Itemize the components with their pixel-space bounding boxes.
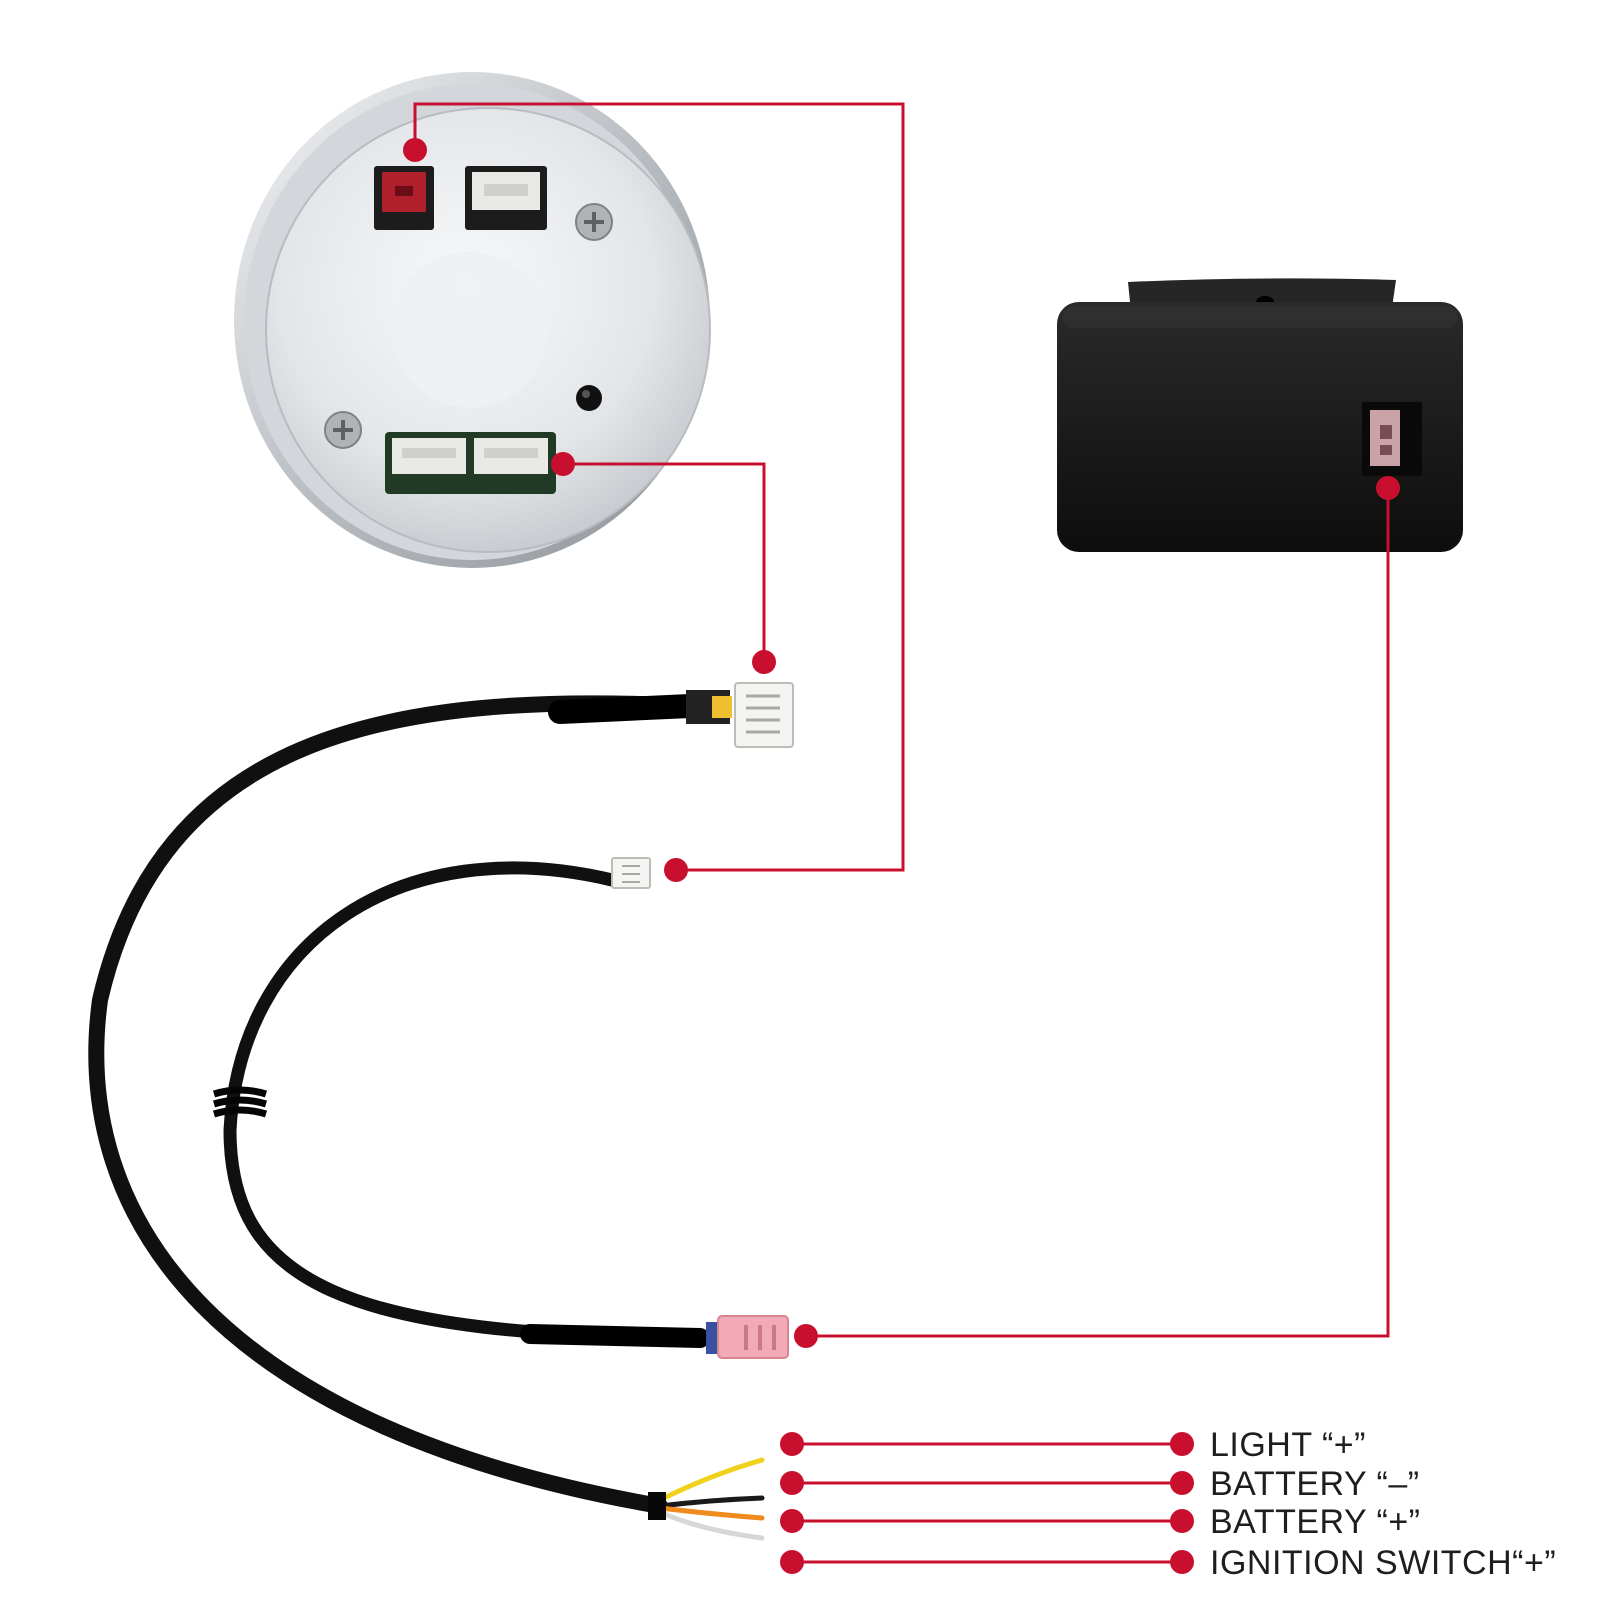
connection-dot-icon <box>551 452 575 476</box>
connection-dot-icon <box>1170 1550 1194 1574</box>
control-module-icon <box>1057 278 1463 552</box>
label-battery-minus: BATTERY “–” <box>1210 1465 1420 1503</box>
cable-end-sleeve <box>648 1492 666 1520</box>
connection-dot-icon <box>794 1324 818 1348</box>
gauge-sensor-socket <box>465 166 547 230</box>
connector-plug-icon <box>611 857 651 889</box>
harness-cable-main <box>88 694 702 1514</box>
screw-icon <box>575 203 613 241</box>
connector-plug-icon <box>686 682 794 748</box>
line-module-to-pink-plug <box>806 488 1390 1338</box>
line-gauge-power-to-plug <box>413 102 905 872</box>
gauge-harness-socket <box>385 432 556 494</box>
connection-dot-icon <box>664 858 688 882</box>
wire-ends <box>657 1457 765 1541</box>
gauge-back-icon <box>234 72 711 568</box>
wire-labels: LIGHT “+” BATTERY “–” BATTERY “+” IGNITI… <box>1210 1426 1556 1582</box>
connection-lines <box>413 102 1390 1564</box>
connector-plug-icon <box>706 1315 789 1359</box>
module-socket <box>1362 402 1422 476</box>
connection-dot-icon <box>780 1432 804 1456</box>
connection-dot-icon <box>780 1550 804 1574</box>
label-battery-plus: BATTERY “+” <box>1210 1503 1421 1541</box>
connection-dot-icon <box>1170 1432 1194 1456</box>
connection-dot-icon <box>752 650 776 674</box>
gauge-power-socket <box>374 166 434 230</box>
connection-dot-icon <box>1170 1471 1194 1495</box>
gauge-push-button-icon <box>576 385 602 411</box>
connection-dot-icon <box>1170 1509 1194 1533</box>
line-gauge-harness-to-plug <box>563 462 766 662</box>
label-ignition-switch-plus: IGNITION SWITCH“+” <box>1210 1544 1556 1582</box>
connection-dots <box>403 138 1400 1574</box>
connection-dot-icon <box>780 1509 804 1533</box>
connection-dot-icon <box>780 1471 804 1495</box>
label-light-plus: LIGHT “+” <box>1210 1426 1366 1464</box>
cable-tie-icon <box>212 1086 268 1118</box>
screw-icon <box>324 411 362 449</box>
connection-dot-icon <box>1376 476 1400 500</box>
connection-dot-icon <box>403 138 427 162</box>
harness-cable-secondary <box>223 861 725 1348</box>
